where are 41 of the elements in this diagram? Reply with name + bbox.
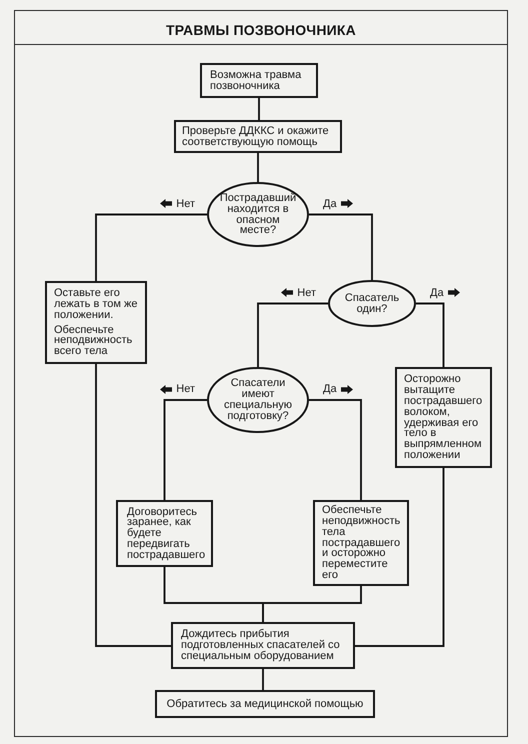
decision-ellipse (328, 280, 416, 327)
connector-line (258, 98, 260, 120)
connector-line (257, 153, 259, 182)
connector-line (262, 669, 264, 690)
question-text: Пострадавший находится в опасном месте? (219, 192, 297, 236)
diagram-title: ТРАВМЫ ПОЗВОНОЧНИКА (166, 22, 356, 38)
decision-ellipse (207, 367, 309, 433)
edge-label: Да (323, 198, 337, 210)
edge-label: Да (323, 383, 337, 395)
step-text: Проверьте ДДККС и окажите соответствующую помощь (182, 126, 330, 148)
connector-line (262, 586, 362, 622)
process-box (395, 367, 492, 468)
step-text: Возможна травма позвоночника (210, 70, 302, 92)
edge-label: Нет (176, 383, 195, 395)
connector-line (309, 214, 373, 280)
connector-line (164, 399, 207, 500)
process-box (174, 120, 342, 153)
step-text: Оставьте его лежать в том же положении. (54, 288, 138, 320)
step-text: Дождитесь прибытия подготовленных спасателей со специальным оборудованием (181, 629, 341, 662)
connector-line (416, 302, 444, 367)
connector-line (309, 399, 362, 500)
end-box (155, 690, 375, 718)
process-box (45, 281, 147, 364)
question-text: Спасатели имеют специальную подготовку? (222, 378, 294, 422)
step-text: Обеспечьте неподвижность всего тела (54, 324, 134, 357)
start-box (200, 63, 318, 98)
edge-label: Да (430, 286, 444, 298)
process-box (116, 500, 213, 567)
step-text: Обеспечьте неподвижность тела пострадавшего и осторожно переместите его (322, 505, 400, 581)
connector-line (95, 214, 207, 281)
process-box (171, 622, 355, 669)
connector-line (355, 468, 444, 647)
process-box (313, 500, 409, 586)
connector-line (95, 364, 171, 647)
step-text: Осторожно вытащите пострадавшего волоком, удерживая его тело в выпрямленном положении (404, 374, 483, 461)
question-text: Спасатель один? (344, 292, 400, 314)
edge-label: Нет (176, 198, 195, 210)
decision-ellipse (207, 182, 309, 247)
connector-line (257, 302, 328, 367)
step-text: Обратитесь за медицинской помощью (166, 698, 364, 710)
edge-label: Нет (297, 286, 316, 298)
